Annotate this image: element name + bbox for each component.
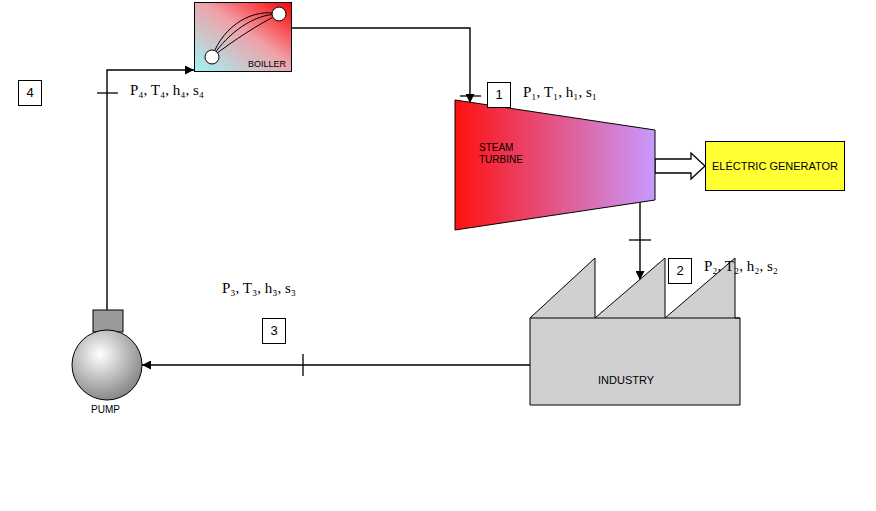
node-outline <box>455 100 655 230</box>
node-label: STEAM TURBINE <box>479 142 545 165</box>
state-label: P₃, T₃, h₃, s₃ <box>222 280 296 297</box>
callout-number: 4 <box>18 80 42 106</box>
state-tick <box>629 239 651 240</box>
node-label: INDUSTRY <box>598 374 654 387</box>
pipe-connector <box>107 70 194 310</box>
pipe-connector <box>639 202 640 280</box>
callout-number: 1 <box>487 82 511 108</box>
callout-number: 3 <box>262 318 286 344</box>
callout-number: 2 <box>668 258 692 284</box>
state-label: P₂, T₂, h₂, s₂ <box>704 258 778 275</box>
state-label: P₄, T₄, h₄, s₄ <box>130 82 204 99</box>
pipe-connector <box>142 364 530 365</box>
industry-building: INDUSTRY <box>530 258 740 405</box>
state-label: P₁, T₁, h₁, s₁ <box>523 84 597 101</box>
turbine-shape: STEAM TURBINE <box>455 100 655 230</box>
boiler-box: BOILLER <box>194 2 292 72</box>
state-tick <box>460 95 481 96</box>
pipe-connector <box>292 28 470 103</box>
power-arrow <box>655 153 705 179</box>
node-outline <box>65 310 150 420</box>
state-tick <box>97 92 118 93</box>
node-label: BOILLER <box>248 59 286 69</box>
generator-box: ELÉCTRIC GENERATOR <box>705 141 845 191</box>
node-label: ELÉCTRIC GENERATOR <box>711 141 839 191</box>
state-tick <box>302 354 303 376</box>
pump-symbol: PUMP <box>65 310 150 420</box>
node-label: PUMP <box>91 404 120 416</box>
